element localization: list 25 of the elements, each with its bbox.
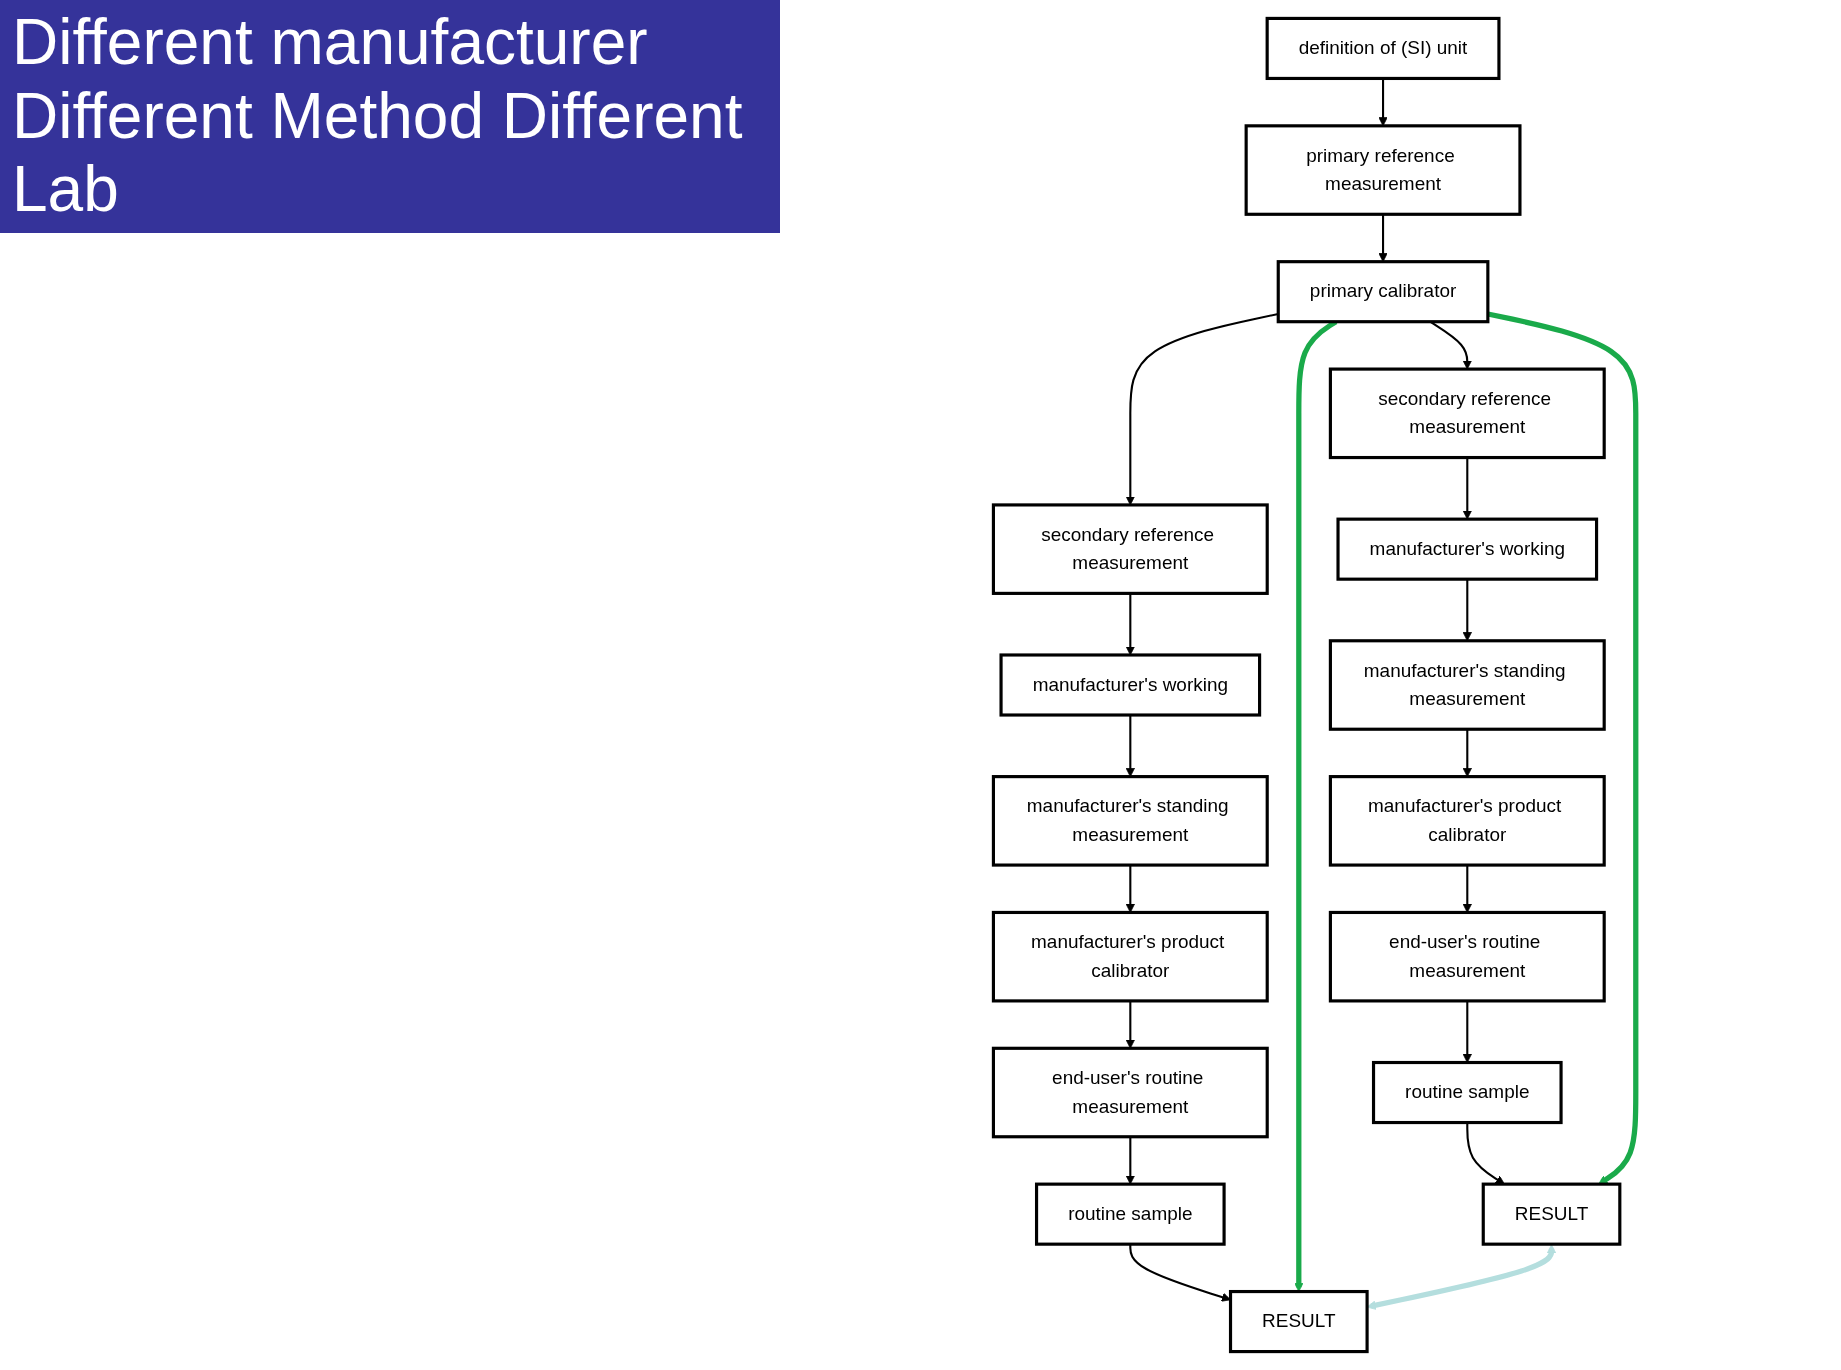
- node-box: routine sample: [1035, 1182, 1227, 1246]
- node-box: primary calibrator: [1277, 260, 1490, 324]
- node-box: RESULT: [1229, 1289, 1370, 1354]
- arrow: [1126, 865, 1136, 913]
- node-box: primary reference measurement: [1244, 124, 1522, 216]
- arrow: [1126, 1000, 1136, 1049]
- node-box: secondary reference measurement: [992, 503, 1270, 595]
- node-box: secondary reference measurement: [1329, 367, 1607, 460]
- node-box: manufacturer's working: [1336, 517, 1599, 581]
- arrow: [1463, 865, 1473, 913]
- arrow: [1463, 457, 1473, 520]
- node-box: manufacturer's working: [999, 653, 1262, 717]
- node-box: manufacturer's product calibrator: [992, 910, 1270, 1003]
- node-box: manufacturer's standing measurement: [992, 775, 1270, 867]
- node-box: end-user's routine measurement: [992, 1046, 1270, 1139]
- node-box: manufacturer's standing measurement: [1329, 639, 1607, 731]
- arrow: [1466, 1122, 1506, 1185]
- node-box: routine sample: [1372, 1060, 1563, 1125]
- node-box: definition of (SI) unit: [1266, 16, 1501, 81]
- node-box: end-user's routine measurement: [1329, 910, 1607, 1003]
- title-banner: Different manufacturer Different Method Different Lab: [0, 0, 780, 233]
- node-box: RESULT: [1482, 1182, 1622, 1246]
- node-box: manufacturer's product calibrator: [1329, 775, 1607, 867]
- arrow: [1126, 1136, 1136, 1185]
- arrow: [1463, 1000, 1473, 1063]
